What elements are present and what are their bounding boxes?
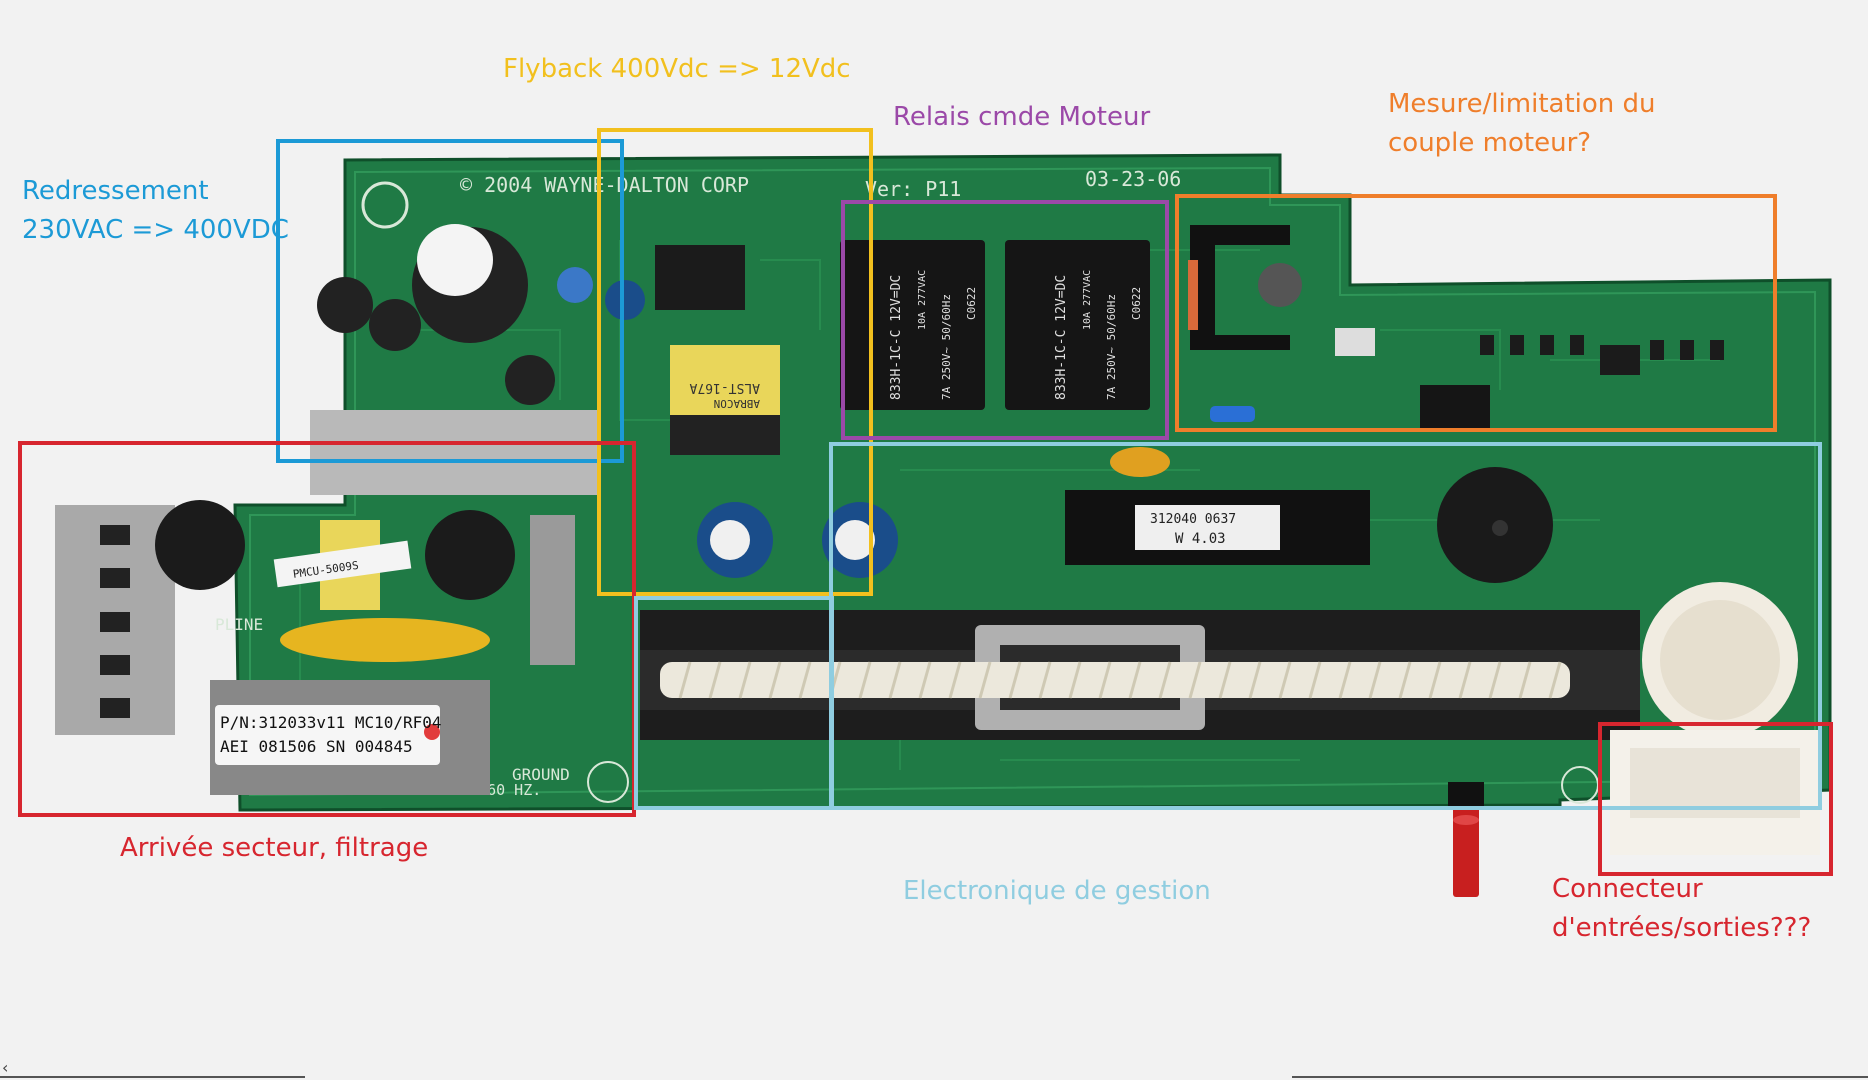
label-flyback: Flyback 400Vdc => 12Vdc bbox=[503, 50, 851, 89]
silkscreen-version: Ver: P11 bbox=[865, 177, 961, 201]
label-torque: Mesure/limitation du couple moteur? bbox=[1388, 85, 1656, 163]
label-relays-line1: Relais cmde Moteur bbox=[893, 102, 1151, 132]
label-mains-line1: Arrivée secteur, filtrage bbox=[120, 833, 429, 863]
relay-2-text: 833H-1C-C 12V=DC bbox=[1054, 275, 1069, 400]
chip-label-line2: W 4.03 bbox=[1175, 531, 1226, 547]
label-connector-line2: d'entrées/sorties??? bbox=[1552, 913, 1812, 943]
label-connector-line1: Connecteur bbox=[1552, 874, 1703, 904]
transformer-maker: ABRACON bbox=[714, 397, 760, 410]
silkscreen-copyright: © 2004 WAYNE-DALTON CORP bbox=[460, 173, 749, 197]
zone-box-relays bbox=[841, 200, 1169, 440]
label-management-line1: Electronique de gestion bbox=[903, 876, 1211, 906]
hall-sensor-bracket bbox=[1190, 225, 1290, 350]
flyback-transformer bbox=[670, 345, 780, 415]
module-label-line2: AEI 081506 SN 004845 bbox=[220, 737, 413, 756]
label-torque-line2: couple moteur? bbox=[1388, 128, 1592, 158]
label-rectifier-line2: 230VAC => 400VDC bbox=[22, 215, 289, 245]
relay-1-cert: 10A 277VAC bbox=[917, 270, 928, 330]
transformer-text: ALST-167A bbox=[689, 380, 760, 395]
scrollbar-track-right[interactable] bbox=[1292, 1076, 1868, 1078]
zone-box-management-left bbox=[634, 596, 834, 810]
label-rectifier: Redressement 230VAC => 400VDC bbox=[22, 172, 289, 250]
zone-box-mains bbox=[18, 441, 636, 817]
relay-1-rating: 7A 250V~ 50/60Hz bbox=[940, 294, 953, 400]
label-torque-line1: Mesure/limitation du bbox=[1388, 89, 1656, 119]
logo-icon bbox=[361, 181, 409, 229]
silkscreen-ground: GROUND bbox=[512, 765, 570, 784]
red-push-button bbox=[1453, 807, 1479, 897]
label-mains: Arrivée secteur, filtrage bbox=[120, 829, 428, 868]
label-rectifier-line1: Redressement bbox=[22, 176, 209, 206]
zone-box-management bbox=[829, 442, 1822, 810]
x-capacitor bbox=[310, 410, 600, 495]
relay-2-cert: 10A 277VAC bbox=[1082, 270, 1093, 330]
relay-1-code: C0622 bbox=[965, 287, 978, 320]
relay-2-rating: 7A 250V~ 50/60Hz bbox=[1105, 294, 1118, 400]
zone-box-rectifier bbox=[276, 139, 624, 463]
label-relays: Relais cmde Moteur bbox=[893, 98, 1150, 137]
ground-icon bbox=[587, 761, 629, 803]
zone-box-connector bbox=[1598, 722, 1833, 876]
chip-label-line1: 312040 0637 bbox=[1150, 512, 1236, 527]
relay-1-text: 833H-1C-C 12V=DC bbox=[889, 275, 904, 400]
relay-2 bbox=[1005, 240, 1150, 410]
relay-2-code: C0622 bbox=[1130, 287, 1143, 320]
zone-box-flyback bbox=[597, 128, 873, 596]
scroll-left-arrow-icon[interactable]: ‹ bbox=[2, 1058, 9, 1077]
label-connector: Connecteur d'entrées/sorties??? bbox=[1552, 870, 1811, 948]
silkscreen-date: 03-23-06 bbox=[1085, 167, 1181, 191]
module-label-line1: P/N:312033v11 MC10/RF04 bbox=[220, 713, 442, 732]
scrollbar-track-left[interactable] bbox=[0, 1076, 305, 1078]
silkscreen-pline: PLINE bbox=[215, 615, 263, 634]
label-management: Electronique de gestion bbox=[903, 872, 1211, 911]
zone-box-torque bbox=[1175, 194, 1777, 432]
relay-1 bbox=[840, 240, 985, 410]
label-flyback-line1: Flyback 400Vdc => 12Vdc bbox=[503, 54, 851, 84]
